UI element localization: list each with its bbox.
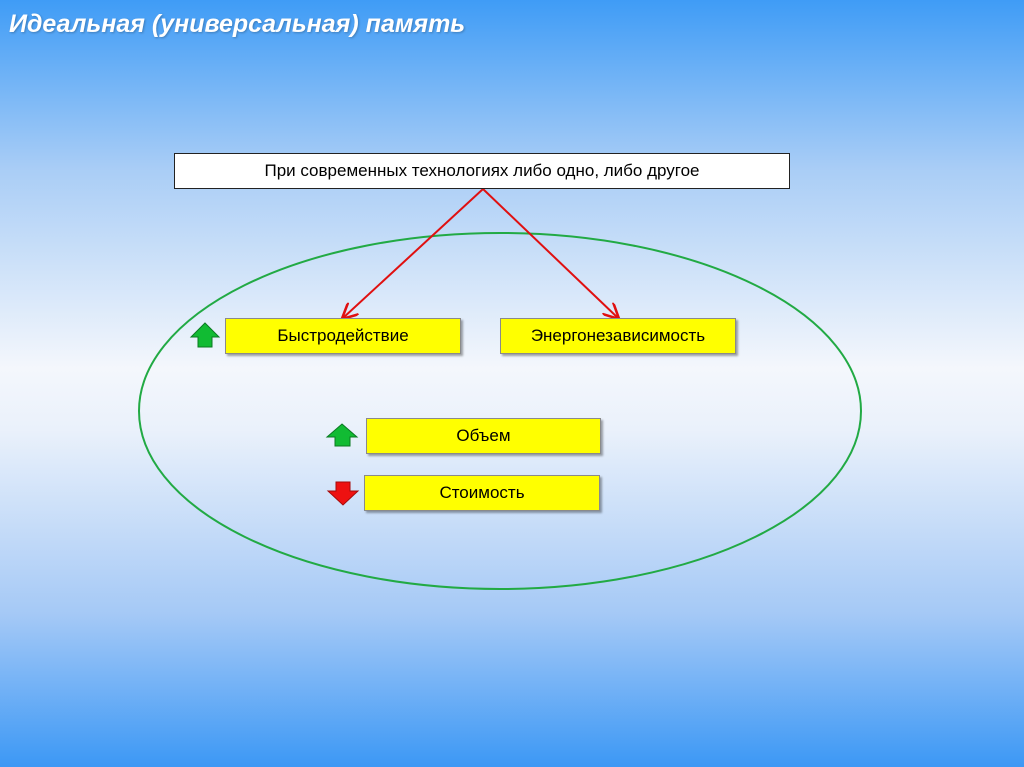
arrow-down-icon — [326, 481, 360, 506]
arrow-up-icon — [325, 423, 359, 447]
slide-title: Идеальная (универсальная) память — [9, 10, 466, 38]
energy-independence-box: Энергонезависимость — [500, 318, 736, 354]
speed-box: Быстродействие — [225, 318, 461, 354]
connector-arrow-left — [343, 188, 484, 318]
constraint-box: При современных технологиях либо одно, л… — [174, 153, 790, 189]
arrow-up-icon — [189, 322, 221, 348]
volume-box: Объем — [366, 418, 601, 454]
cost-box: Стоимость — [364, 475, 600, 511]
connector-arrow-right — [482, 188, 618, 318]
grouping-ellipse — [138, 232, 862, 590]
